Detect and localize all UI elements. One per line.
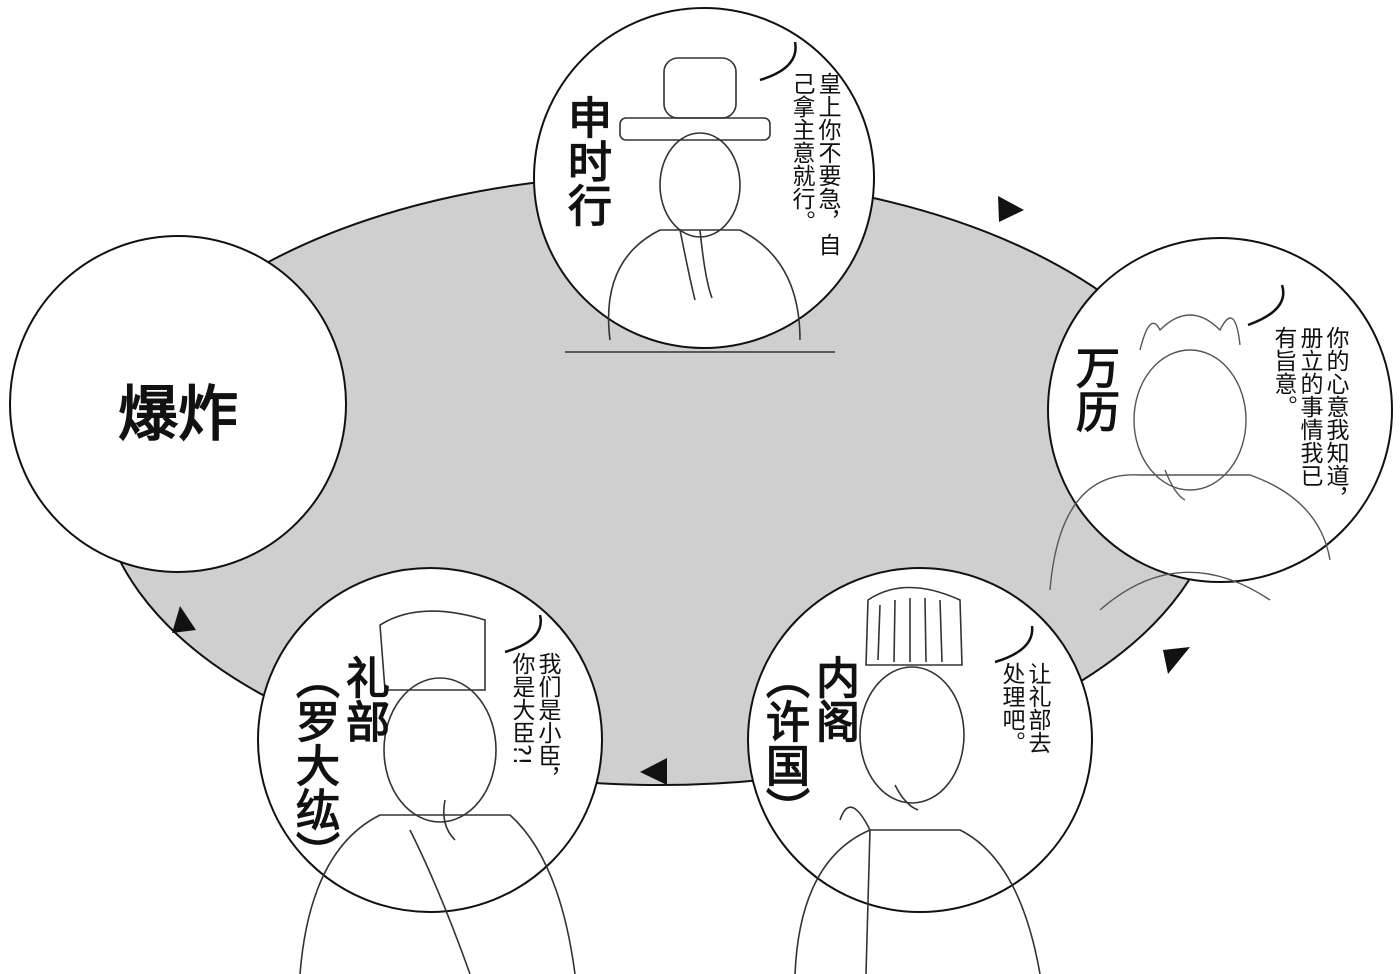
shen-speech: 皇上你不要急，自 己拿主意就行。	[788, 72, 840, 256]
libu-node-circle	[257, 567, 603, 913]
libu-name: 礼部 （罗大纮）	[288, 655, 389, 875]
wanli-speech: 你的心意我知道， 册立的事情我已 有旨意。	[1270, 326, 1348, 510]
shen-speech-tick	[759, 41, 797, 82]
arrow-head-bottom	[640, 758, 667, 785]
neige-name: 内阁 （许国）	[758, 655, 859, 831]
shen-node-circle	[533, 7, 875, 349]
arrow-head-right	[1163, 647, 1190, 674]
explosion-circle	[9, 235, 347, 573]
shen-portrait	[565, 57, 835, 353]
neige-speech: 让礼部去 处理吧。	[998, 662, 1050, 754]
neige-node-circle	[747, 567, 1093, 913]
shen-name: 申时行	[560, 95, 611, 227]
wanli-name: 万历	[1068, 345, 1119, 433]
neige-speech-tick	[994, 625, 1034, 664]
libu-portrait	[299, 610, 576, 974]
explosion-label: 爆炸	[118, 380, 238, 450]
wanli-node-circle	[1047, 237, 1393, 583]
libu-speech-tick	[504, 614, 543, 654]
libu-speech: 我们是小臣， 你是大臣?!	[508, 652, 560, 790]
wanli-portrait	[1049, 314, 1331, 611]
arrow-head-left	[172, 606, 196, 633]
wanli-speech-tick	[1247, 284, 1285, 327]
arrow-head-top-right	[998, 196, 1024, 222]
neige-portrait	[794, 586, 1041, 974]
